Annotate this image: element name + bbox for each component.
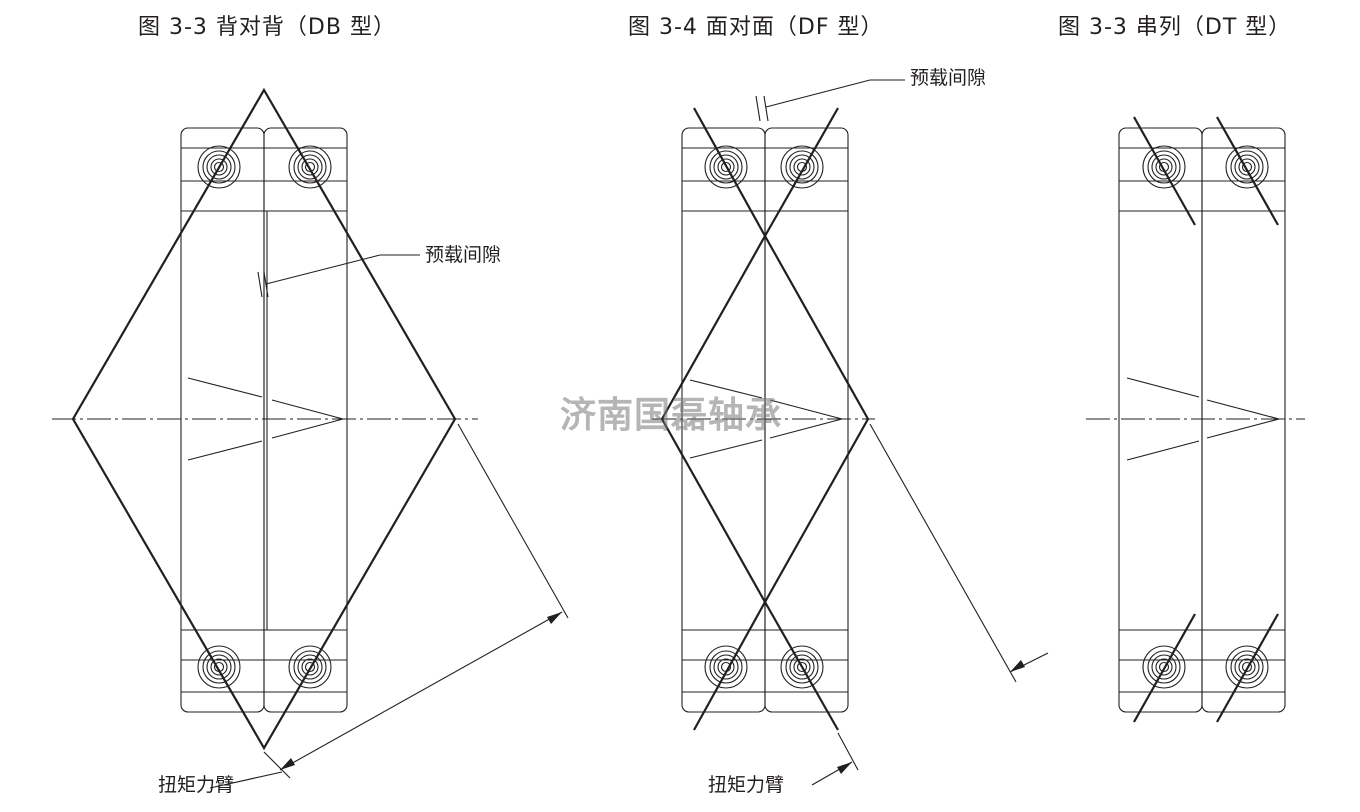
preload-gap-leader-df [755,79,905,122]
ball-db-top-right [288,145,332,189]
label-preload-gap-df: 预载间隙 [910,67,987,89]
torque-arm-dimension-df [811,423,1049,786]
label-torque-arm-df: 扭矩力臂 [708,774,785,796]
figure-title-dt: 图 3-3 串列（DT 型） [1058,15,1292,40]
figure-df [652,79,1049,786]
contact-diamond-db [71,87,457,751]
label-torque-arm-db: 扭矩力臂 [158,774,235,796]
ball-dt-top-right [1225,145,1269,189]
taper-lines-dt [1126,377,1280,461]
taper-lines-db [187,377,344,461]
figure-title-df: 图 3-4 面对面（DF 型） [628,15,884,40]
torque-arm-dimension-db [209,423,569,789]
bearing-outline-db [180,127,348,713]
ball-db-bottom-left [197,645,241,689]
contact-lines-df [660,107,870,731]
figure-title-db: 图 3-3 背对背（DB 型） [138,15,396,40]
ball-dt-top-left [1142,145,1186,189]
label-preload-gap-db: 预载间隙 [425,244,502,266]
bearing-outline-dt [1118,127,1286,713]
bearing-outline-df [681,127,849,713]
figure-db [52,87,569,789]
ball-df-top-right [780,145,824,189]
figure-dt [1086,116,1305,723]
contact-lines-dt [1133,116,1279,723]
taper-lines-df [689,379,843,459]
ball-df-bottom-left [704,645,748,689]
preload-gap-leader-db [257,254,420,298]
watermark-text: 济南国磊轴承 [560,395,783,436]
